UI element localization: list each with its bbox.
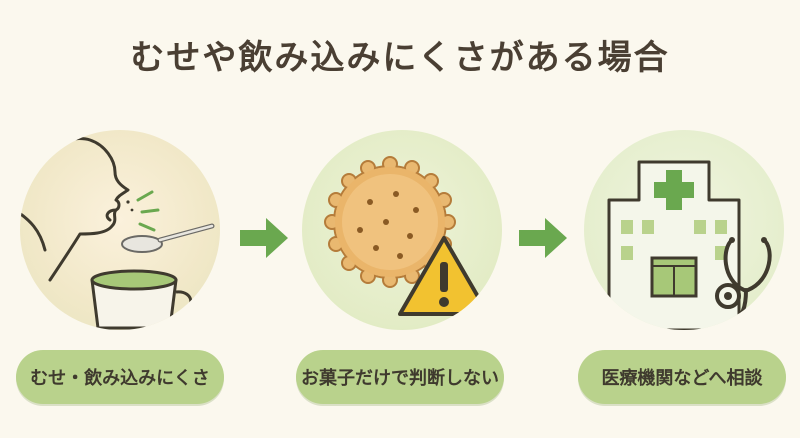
hospital-icon — [607, 160, 772, 330]
page-title: むせや飲み込みにくさがある場合 — [130, 38, 670, 78]
step-3-label: 医療機関などへ相談 — [578, 350, 786, 404]
warning-icon — [398, 236, 490, 316]
choking-person-icon — [20, 137, 215, 330]
step-1-illustration — [20, 130, 220, 330]
step-2-illustration — [302, 130, 502, 330]
stethoscope-icon — [715, 238, 772, 324]
step-1-label: むせ・飲み込みにくさ — [16, 350, 224, 404]
right-arrow-icon — [519, 218, 567, 258]
step-2-label: お菓子だけで判断しない — [296, 350, 504, 404]
right-arrow-icon — [240, 218, 288, 258]
cracker-icon — [324, 156, 490, 316]
step-3-illustration — [584, 130, 784, 330]
